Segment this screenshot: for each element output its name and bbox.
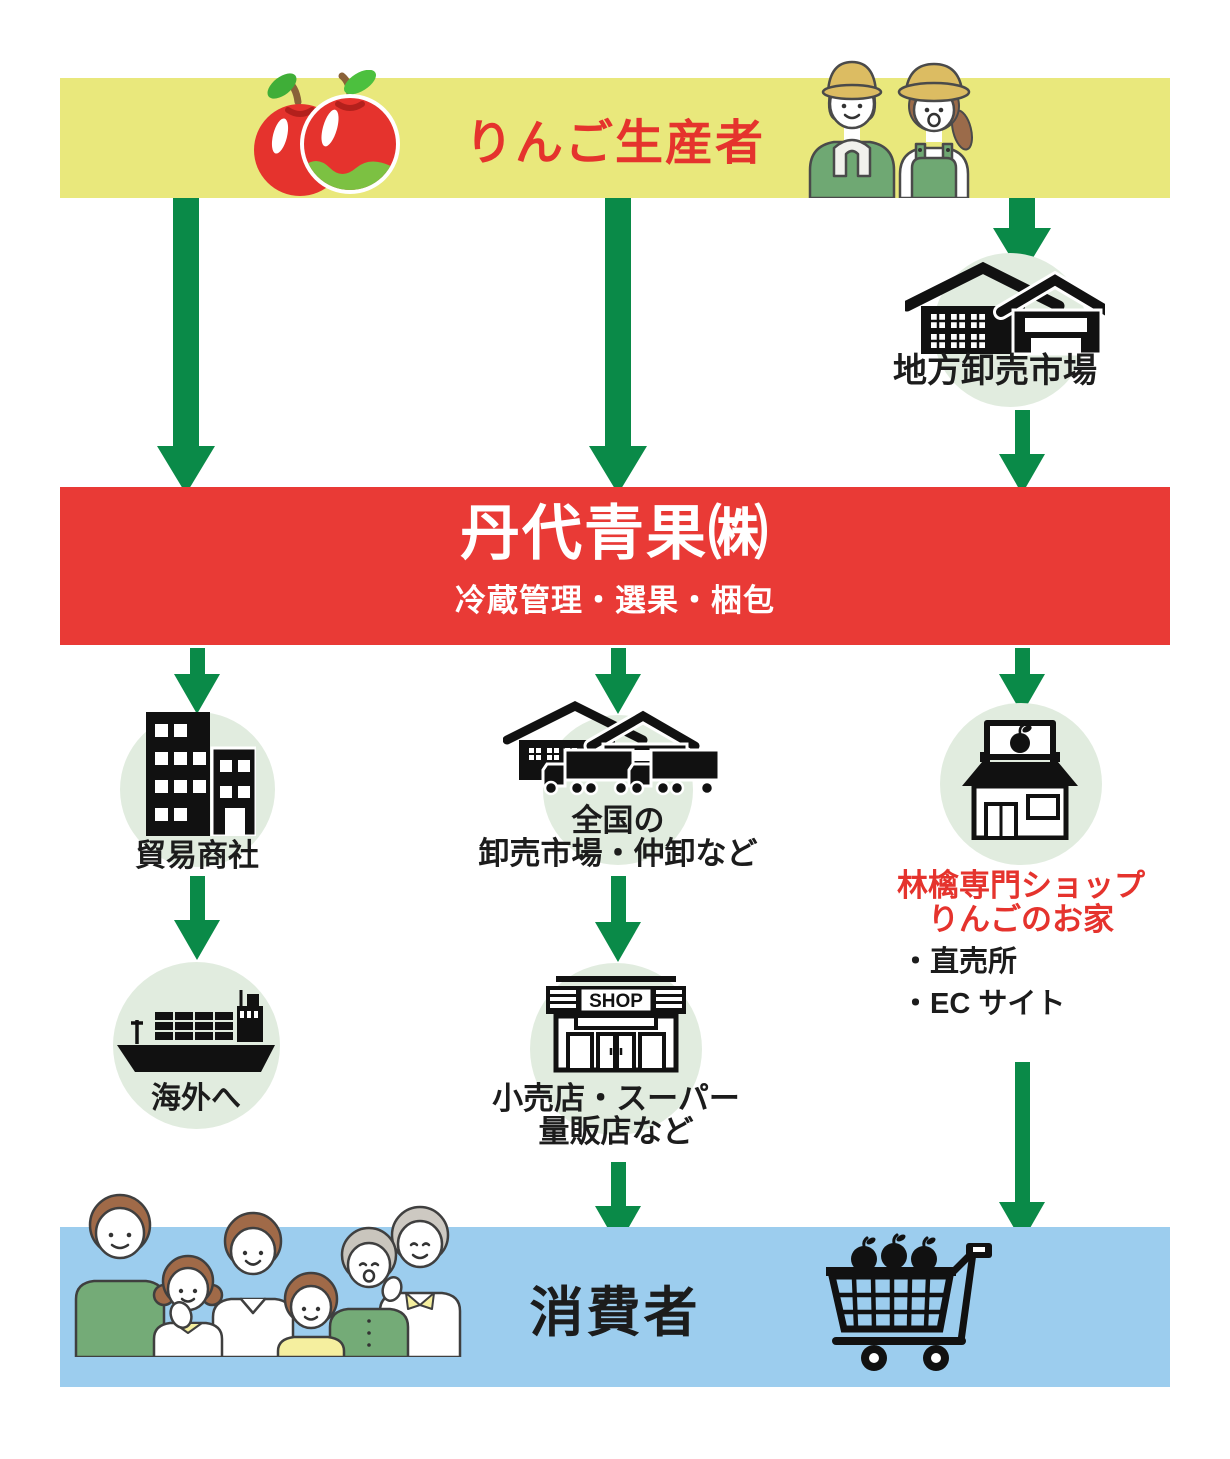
cargo-ship-icon	[117, 990, 275, 1072]
apple-shop-name-line2: りんごのお家	[928, 902, 1114, 937]
family-icon	[74, 1193, 462, 1357]
arrow-company-to-national-market	[595, 648, 641, 714]
overseas-label: 海外へ	[151, 1082, 241, 1115]
company-banner-subtitle: 冷蔵管理・選果・梱包	[455, 583, 775, 618]
local-market-label: 地方卸売市場	[893, 352, 1097, 390]
producer-banner: りんご生産者	[60, 60, 1170, 198]
national-market-warehouse-trucks-icon	[503, 700, 721, 796]
producer-banner-title: りんご生産者	[464, 117, 765, 170]
local-market-warehouse-icon	[905, 261, 1105, 356]
apples-icon	[254, 70, 400, 196]
farmers-icon	[808, 60, 973, 198]
apple-shop-bullet-direct-sales: ・直売所	[901, 946, 1018, 978]
trading-company-label: 貿易商社	[135, 838, 259, 873]
office-building-icon	[146, 712, 256, 836]
apple-shop-icon	[962, 720, 1078, 840]
shop-storefront-icon: SHOP	[546, 976, 686, 1073]
consumer-banner: 消費者	[60, 1193, 1170, 1387]
shopping-cart-icon	[826, 1233, 992, 1371]
arrow-local-market-to-company	[999, 410, 1045, 494]
arrow-trading-to-overseas	[174, 876, 220, 960]
national-market-label-line2: 卸売市場・仲卸など	[478, 836, 758, 871]
arrow-national-market-to-retail	[595, 876, 641, 962]
arrow-producer-to-company-middle	[589, 198, 647, 494]
retail-label-line1: 小売店・スーパー	[492, 1081, 740, 1116]
national-market-label-line1: 全国の	[571, 803, 665, 838]
arrow-company-to-trading	[174, 648, 220, 714]
apple-shop-name-line1: 林檎専門ショップ	[897, 868, 1145, 903]
consumer-banner-title: 消費者	[529, 1282, 701, 1343]
company-banner: 丹代青果㈱ 冷蔵管理・選果・梱包	[60, 487, 1170, 645]
shop-sign-text: SHOP	[589, 991, 643, 1012]
arrow-apple-shop-to-consumer	[999, 1062, 1045, 1242]
retail-label-line2: 量販店など	[538, 1114, 694, 1149]
arrow-producer-to-company-left	[157, 198, 215, 494]
apple-shop-bullet-ec-site: ・EC サイト	[901, 988, 1066, 1020]
company-banner-title: 丹代青果㈱	[460, 500, 770, 567]
